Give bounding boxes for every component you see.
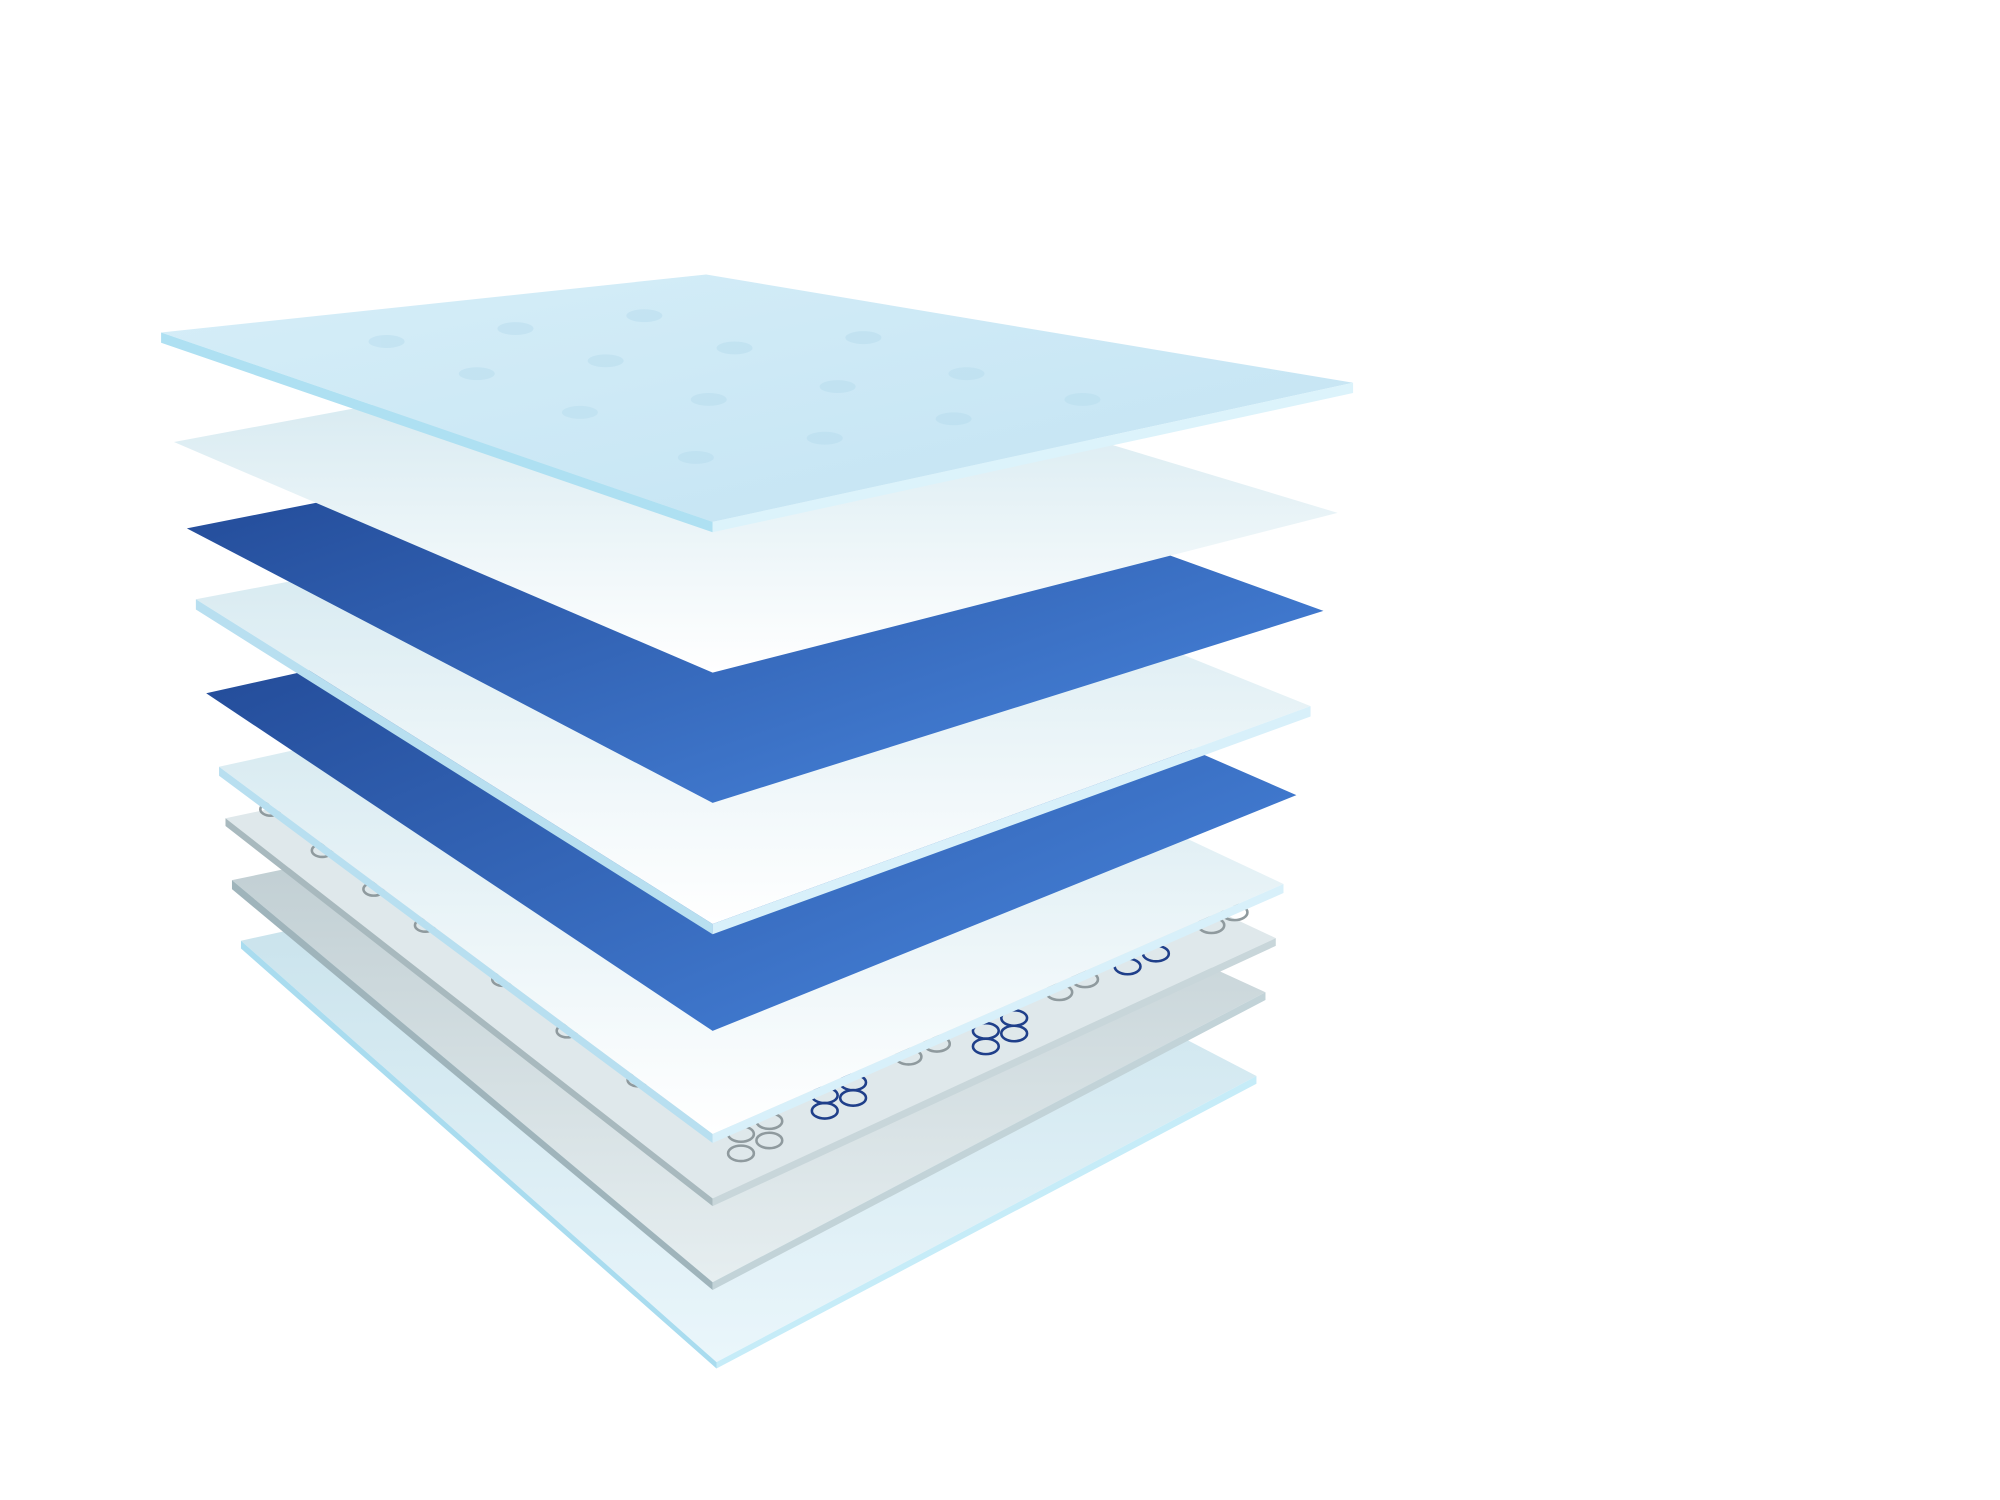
layer-quilted-top-cover: [161, 274, 1354, 533]
quilt-pattern: [368, 309, 1101, 464]
